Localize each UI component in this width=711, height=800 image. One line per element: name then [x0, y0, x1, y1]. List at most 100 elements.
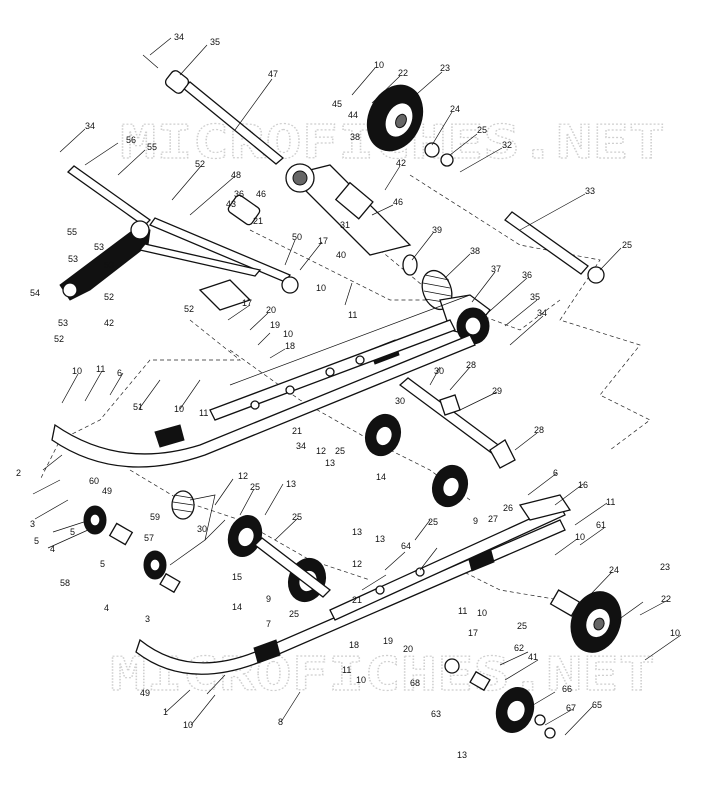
assembly-line: [229, 349, 471, 501]
callout-label: 15: [232, 572, 242, 582]
wheel-13-bottom: [495, 687, 535, 733]
rail-lower: [135, 494, 572, 675]
wheel-25-left: [227, 515, 263, 557]
callout-label: 34: [174, 32, 184, 42]
callout-label: 5: [100, 559, 105, 569]
callout-label: 38: [470, 246, 480, 256]
callout-label: 28: [534, 425, 544, 435]
callout-label: 24: [609, 565, 619, 575]
callout-label: 21: [292, 426, 302, 436]
hub-68: [444, 658, 556, 739]
callout-label: 14: [232, 602, 242, 612]
callout-label: 42: [104, 318, 114, 328]
callout-label: 20: [403, 644, 413, 654]
callout-label: 17: [242, 298, 252, 308]
callout-label: 16: [578, 480, 588, 490]
callout-label: 65: [592, 700, 602, 710]
callout-label: 36: [522, 270, 532, 280]
callout-label: 39: [432, 225, 442, 235]
callout-label: 30: [434, 366, 444, 376]
callout-label: 23: [660, 562, 670, 572]
hub-58: [143, 550, 181, 594]
callout-label: 7: [266, 619, 271, 629]
callout-label: 37: [491, 264, 501, 274]
callout-label: 25: [250, 482, 260, 492]
callout-label: 18: [349, 640, 359, 650]
callout-label: 59: [150, 512, 160, 522]
callout-label: 53: [94, 242, 104, 252]
callout-label: 62: [514, 643, 524, 653]
callout-label: 9: [473, 516, 478, 526]
callout-label: 49: [102, 486, 112, 496]
callout-label: 46: [256, 189, 266, 199]
assembly-line: [409, 174, 651, 451]
shaft-56: [66, 165, 152, 227]
callout-label: 25: [517, 621, 527, 631]
callout-label: 10: [72, 366, 82, 376]
rear-mount-31: [285, 163, 412, 256]
callout-label: 19: [270, 320, 280, 330]
callout-label: 13: [352, 527, 362, 537]
spring-57: [169, 490, 216, 566]
callout-label: 52: [184, 304, 194, 314]
callout-label: 11: [348, 310, 357, 320]
callout-label: 61: [596, 520, 606, 530]
callout-label: 5: [70, 527, 75, 537]
callout-label: 9: [266, 594, 271, 604]
shock-36-upper: [227, 194, 299, 294]
callout-label: 6: [117, 368, 122, 378]
callout-label: 11: [96, 364, 105, 374]
callout-label: 6: [553, 468, 558, 478]
callout-label: 13: [457, 750, 467, 760]
axle-15: [254, 537, 331, 598]
callout-label: 2: [16, 468, 21, 478]
wheel-23-top: [366, 84, 424, 152]
callout-label: 11: [199, 408, 208, 418]
callout-label: 53: [104, 260, 114, 270]
upper-front-arm: [59, 220, 151, 301]
leader-lines: [32, 37, 682, 736]
callout-label: 17: [468, 628, 478, 638]
callout-label: 52: [54, 334, 64, 344]
spacer-39: [402, 254, 418, 276]
callout-label: 46: [393, 197, 403, 207]
wheel-30-mid: [364, 413, 402, 457]
callout-label: 34: [296, 441, 306, 451]
callout-label: 13: [375, 534, 385, 544]
callout-label: 12: [238, 471, 248, 481]
callout-label: 67: [566, 703, 576, 713]
callout-label: 17: [318, 236, 328, 246]
callout-label: 34: [85, 121, 95, 131]
callout-label: 25: [477, 125, 487, 135]
callout-label: 4: [104, 603, 109, 613]
callout-label: 48: [231, 170, 241, 180]
callout-label: 19: [383, 636, 393, 646]
callout-label: 53: [68, 254, 78, 264]
callout-label: 21: [253, 216, 263, 226]
callout-label: 21: [352, 595, 362, 605]
callout-label: 24: [450, 104, 460, 114]
callout-label: 10: [356, 675, 366, 685]
callout-label: 3: [30, 519, 35, 529]
callout-label: 53: [58, 318, 68, 328]
callout-label: 35: [530, 292, 540, 302]
callout-label: 43: [226, 199, 236, 209]
callout-label: 57: [144, 533, 154, 543]
callout-label: 8: [278, 717, 283, 727]
callout-label: 25: [622, 240, 632, 250]
callout-label: 10: [316, 283, 326, 293]
callout-label: 10: [174, 404, 184, 414]
callout-label: 4: [50, 544, 55, 554]
callout-label: 38: [350, 132, 360, 142]
callout-label: 63: [431, 709, 441, 719]
callout-label: 58: [60, 578, 70, 588]
link-bar-50: [138, 217, 292, 283]
bolt-34: [142, 54, 159, 69]
shaft-47: [164, 70, 285, 165]
callout-label: 52: [104, 292, 114, 302]
cross-shaft-33: [504, 211, 605, 284]
callout-label: 26: [503, 503, 513, 513]
callout-label: 60: [89, 476, 99, 486]
washer-24: [424, 142, 440, 158]
